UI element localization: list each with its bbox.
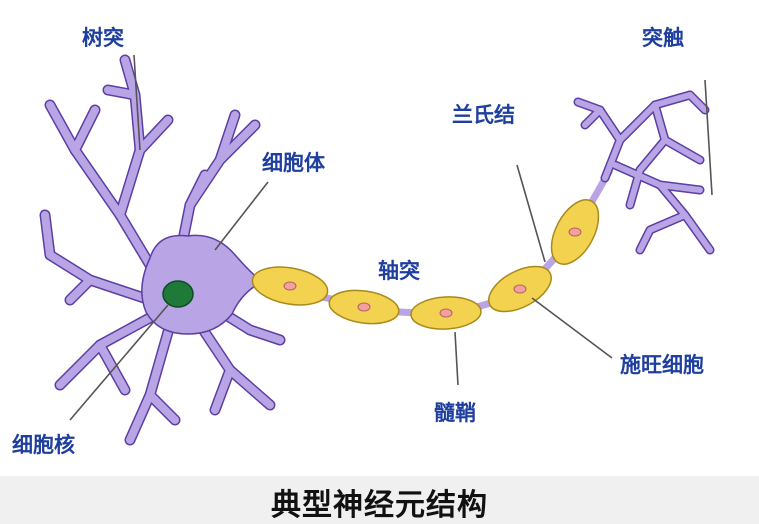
labels: 树突 细胞体 细胞核 轴突 髓鞘 兰氏结 施旺细胞 突触: [12, 26, 704, 457]
label-axon: 轴突: [378, 259, 420, 283]
caption-bar: [0, 476, 759, 524]
schwann-nuclei: [283, 227, 582, 318]
label-dendrite: 树突: [82, 26, 124, 50]
neuron-illustration: 树突 细胞体 细胞核 轴突 髓鞘 兰氏结 施旺细胞 突触: [12, 26, 715, 457]
label-synapse: 突触: [642, 26, 684, 50]
label-ranvier: 兰氏结: [452, 103, 515, 127]
label-schwann: 施旺细胞: [620, 353, 704, 377]
soma-body: [141, 234, 264, 335]
label-nucleus: 细胞核: [12, 433, 75, 457]
axon-terminal-branches: [575, 92, 713, 253]
diagram-title: 典型神经元结构: [271, 488, 488, 523]
label-soma: 细胞体: [262, 151, 326, 175]
label-leader-lines: [69, 54, 713, 421]
nucleus: [162, 280, 194, 308]
label-myelin: 髓鞘: [434, 401, 476, 425]
